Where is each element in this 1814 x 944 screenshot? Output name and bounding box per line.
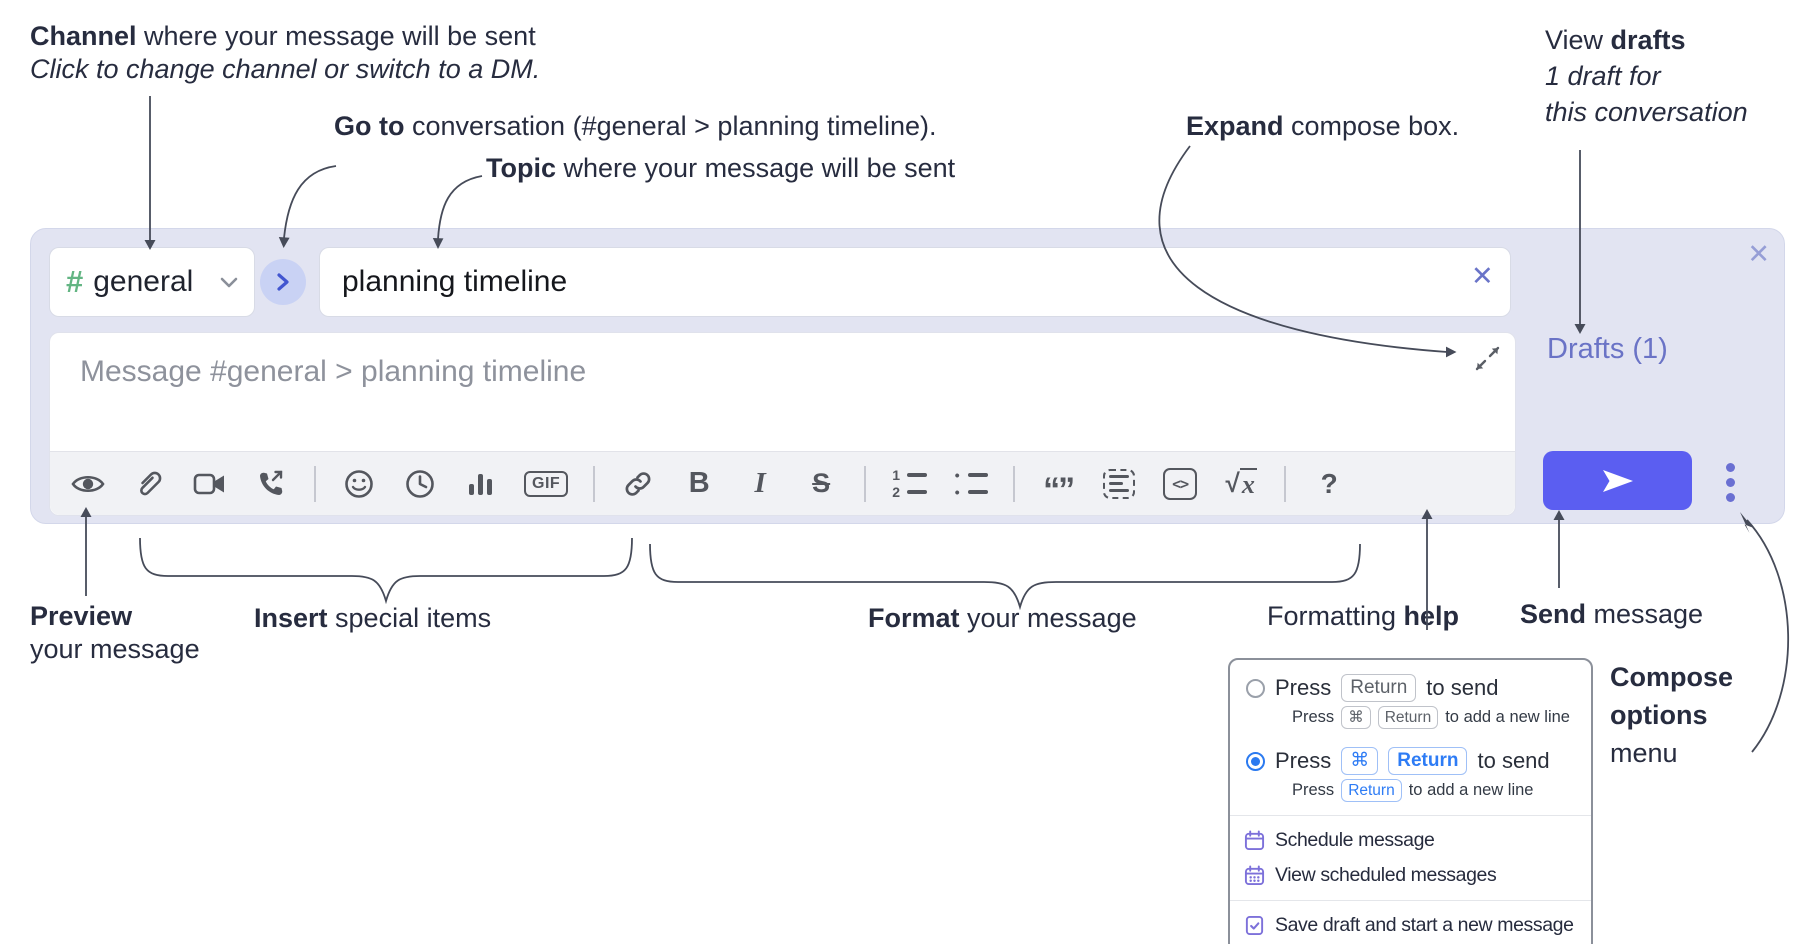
calendar-grid-icon xyxy=(1244,865,1265,886)
view-scheduled-messages-item[interactable]: View scheduled messages xyxy=(1230,858,1591,893)
toolbar-divider xyxy=(1284,465,1287,502)
code-icon[interactable]: <> xyxy=(1162,464,1198,504)
message-edit-area: GIF B I S 1 2 • • xyxy=(49,332,1516,516)
schedule-message-item[interactable]: Schedule message xyxy=(1230,823,1591,858)
ul-dot: • xyxy=(954,484,960,500)
popup-divider xyxy=(1230,815,1591,816)
audio-call-icon[interactable] xyxy=(253,464,289,504)
save-draft-new-message-item[interactable]: Save draft and start a new message xyxy=(1230,908,1591,943)
formatting-help-annotation: Formatting help xyxy=(1267,601,1460,631)
return-key: Return xyxy=(1388,747,1468,775)
option-return-to-send[interactable]: Press Return to send xyxy=(1230,670,1591,704)
channel-name: general xyxy=(93,265,194,298)
return-key: Return xyxy=(1341,779,1402,802)
italic-icon[interactable]: I xyxy=(754,467,766,499)
gif-icon[interactable]: GIF xyxy=(524,464,569,504)
poll-icon[interactable] xyxy=(463,464,499,504)
format-annotation: Format your message xyxy=(868,603,1137,633)
expand-compose-icon[interactable] xyxy=(1474,345,1501,377)
bulleted-list-icon[interactable]: • • xyxy=(952,464,989,504)
expand-annotation: Expand compose box. xyxy=(1186,111,1460,141)
preview-annotation: Preview your message xyxy=(30,601,200,664)
popup-divider xyxy=(1230,900,1591,901)
attach-paperclip-icon[interactable] xyxy=(131,464,167,504)
compose-box: # general ✕ ✕ xyxy=(30,228,1785,524)
topic-annotation: Topic where your message will be sent xyxy=(486,153,956,183)
chevron-right-icon xyxy=(277,273,289,291)
channel-hash-icon: # xyxy=(66,264,84,299)
goto-annotation: Go to conversation (#general > planning … xyxy=(334,111,937,141)
ol-digit: 1 xyxy=(892,467,901,483)
drafts-link[interactable]: Drafts (1) xyxy=(1547,333,1668,365)
video-call-icon[interactable] xyxy=(192,464,228,504)
option-cmd-return-subtext: Press Return to add a new line xyxy=(1230,777,1591,808)
send-button[interactable] xyxy=(1543,451,1692,510)
compose-options-ellipsis-icon[interactable] xyxy=(1721,459,1739,505)
compose-options-popup: Press Return to send Press ⌘ Return to a… xyxy=(1228,658,1593,944)
cmd-key: ⌘ xyxy=(1341,747,1379,775)
bold-icon[interactable]: B xyxy=(688,467,710,499)
compose-options-annotation: Compose options menu xyxy=(1610,662,1734,768)
close-compose-icon[interactable]: ✕ xyxy=(1747,239,1770,269)
code-label: <> xyxy=(1163,467,1198,500)
spoiler-icon[interactable] xyxy=(1101,464,1137,504)
link-icon[interactable] xyxy=(620,464,656,504)
view-drafts-annotation: View drafts 1 draft for this conversatio… xyxy=(1545,25,1748,127)
strikethrough-icon[interactable]: S xyxy=(812,468,831,498)
channel-annotation: Channel where your message will be sent … xyxy=(30,21,541,84)
option-return-subtext: Press ⌘ Return to add a new line xyxy=(1230,704,1591,735)
ol-digit: 2 xyxy=(892,484,901,500)
numbered-list-icon[interactable]: 1 2 xyxy=(891,464,928,504)
compose-toolbar: GIF B I S 1 2 • • xyxy=(50,451,1515,515)
toolbar-divider xyxy=(1013,465,1016,502)
radio-selected-icon[interactable] xyxy=(1246,751,1265,771)
go-to-conversation-button[interactable] xyxy=(260,259,306,305)
message-formatting-help-icon[interactable]: ? xyxy=(1320,467,1338,499)
format-brace xyxy=(649,543,1361,611)
send-paper-plane-icon xyxy=(1602,469,1633,492)
cmd-key: ⌘ xyxy=(1341,706,1371,729)
toolbar-divider xyxy=(314,465,316,502)
option-cmd-return-to-send[interactable]: Press ⌘ Return to send xyxy=(1230,743,1591,777)
math-icon[interactable]: √x xyxy=(1223,464,1259,504)
clear-topic-icon[interactable]: ✕ xyxy=(1471,261,1494,291)
toolbar-divider xyxy=(864,465,867,502)
insert-brace xyxy=(139,537,633,605)
topic-input[interactable] xyxy=(319,247,1511,317)
compose-options-curve xyxy=(1746,519,1790,753)
gif-label: GIF xyxy=(524,470,569,497)
math-var: x xyxy=(1239,467,1257,499)
toolbar-divider xyxy=(593,465,596,502)
quote-icon[interactable]: “” xyxy=(1043,470,1075,509)
message-input[interactable] xyxy=(50,333,1515,451)
channel-selector-dropdown[interactable]: # general xyxy=(49,247,255,317)
emoji-icon[interactable] xyxy=(341,464,377,504)
radio-unselected-icon[interactable] xyxy=(1246,678,1265,698)
draft-document-check-icon xyxy=(1245,915,1264,936)
chevron-down-icon xyxy=(220,277,238,287)
sqrt-glyph: √ xyxy=(1225,468,1240,498)
return-key: Return xyxy=(1377,706,1439,729)
time-icon[interactable] xyxy=(402,464,438,504)
ul-dot: • xyxy=(954,467,960,483)
insert-annotation: Insert special items xyxy=(254,603,492,633)
return-key: Return xyxy=(1341,674,1417,702)
calendar-icon xyxy=(1244,830,1265,851)
preview-eye-icon[interactable] xyxy=(70,464,106,504)
send-annotation: Send message xyxy=(1520,599,1704,629)
